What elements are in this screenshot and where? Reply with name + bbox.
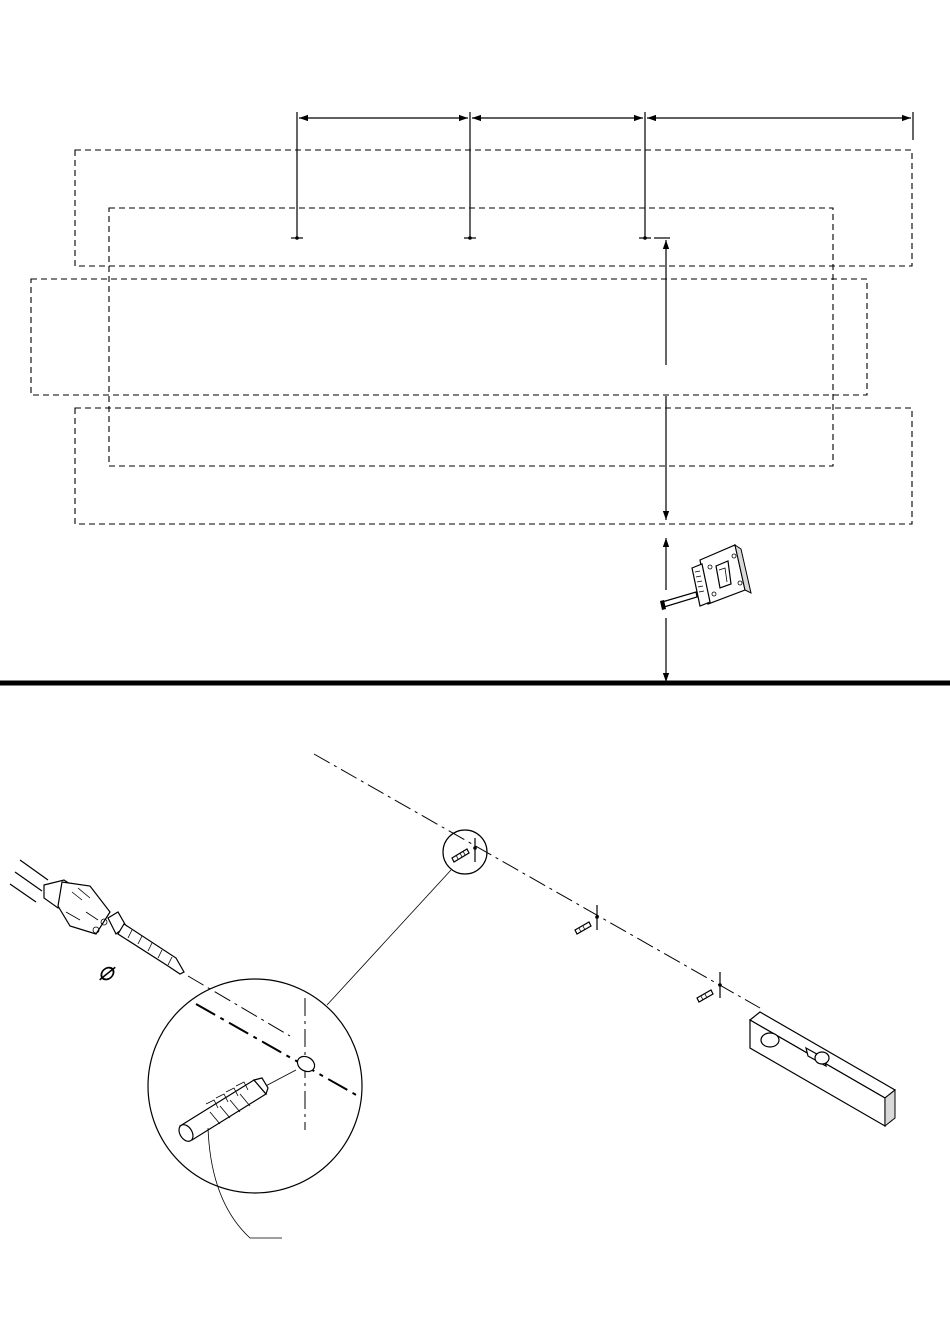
hole-mark — [464, 236, 476, 240]
wall-plug-icon — [697, 990, 713, 1002]
diameter-symbol: ⌀ — [98, 957, 116, 986]
vertical-dimension — [654, 238, 670, 682]
wall-plug-detail-icon — [176, 1078, 268, 1144]
drill-icon — [10, 860, 184, 974]
bottom-view: ⌀ — [10, 754, 895, 1238]
drill-diameter-label: ⌀ — [98, 957, 116, 986]
hole-mark — [291, 236, 303, 240]
plug-callout-leader — [208, 1128, 282, 1238]
wall-hole-mark — [595, 905, 599, 930]
detail-leader-line — [327, 870, 451, 1005]
top-view — [0, 112, 950, 683]
hole-marks — [291, 236, 651, 240]
drill-axis-line — [188, 976, 290, 1036]
wall-plug-icon — [575, 922, 591, 934]
small-plug-icon — [452, 849, 469, 862]
magnified-detail — [176, 998, 358, 1144]
tape-measure-icon — [660, 545, 751, 610]
magnified-chain-line — [196, 1004, 358, 1096]
dashed-panel-middle — [109, 208, 833, 466]
horizontal-dimension-chain — [297, 112, 913, 238]
dashed-panel-long — [31, 279, 867, 395]
spirit-level-icon — [750, 1012, 895, 1126]
reference-chain-line — [314, 754, 760, 1008]
wall-hole-mark — [718, 972, 722, 998]
hole-mark — [639, 236, 651, 240]
